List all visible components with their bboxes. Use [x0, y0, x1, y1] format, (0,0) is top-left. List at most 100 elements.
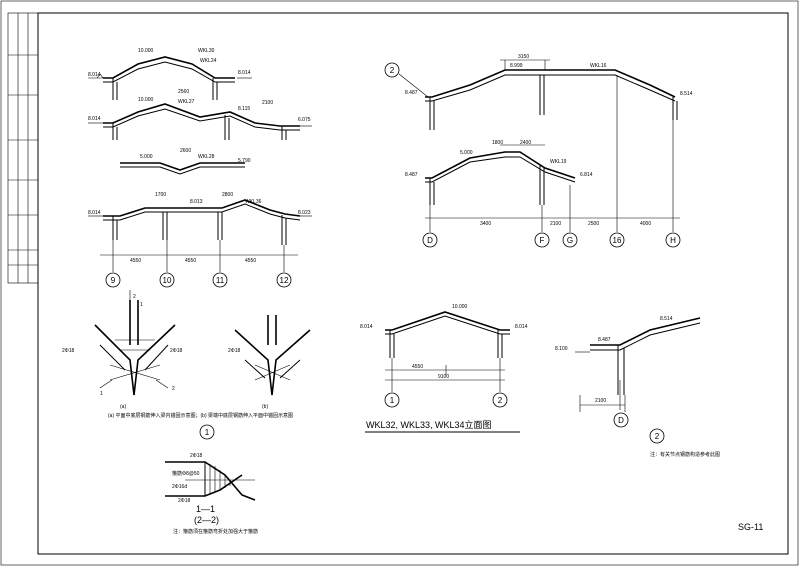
left-frame-elevation	[88, 56, 312, 272]
elev-label: 8.115	[238, 106, 250, 112]
axis-label: 1	[390, 396, 395, 405]
section-mark: 1	[100, 391, 103, 397]
sheet-number: SG-11	[738, 522, 763, 532]
section-mark: 2	[133, 294, 136, 300]
elev-label: 6.075	[298, 117, 311, 123]
elev-label: 8.014	[88, 72, 101, 78]
elev-label: WKL27	[178, 99, 195, 105]
dim-label: 9100	[438, 374, 449, 380]
axis-label: 9	[111, 276, 116, 285]
section-note: 注：箍筋须在箍筋弯折处加强大于箍筋	[173, 528, 258, 535]
dim-label: 1800	[492, 140, 503, 146]
rebar-label: 2Φ18	[228, 348, 241, 354]
right-frame-elevation	[425, 59, 680, 232]
wkl-labels: 8.014 10.000 8.014 4550 9100 1 2 WKL32, …	[360, 304, 528, 430]
detail-caption: (a) 平面中底层钢筋伸入梁内锚固示意图；(b) 梁端中底层钢筋伸入平面中锚固示…	[108, 412, 293, 419]
sub-caption-a: (a)	[120, 404, 126, 410]
section-1-1-labels: 2Φ18 箍筋Φ8@50 2Φ16d 2Φ18 1—1 (2—2) 注：箍筋须在…	[172, 453, 258, 535]
dim-label: 4550	[412, 364, 423, 370]
elev-label: 8.014	[88, 116, 101, 122]
dim-label: 3150	[518, 54, 529, 60]
elev-label: WKL28	[198, 154, 215, 160]
elev-label: 2600	[180, 148, 191, 154]
dim-label: 2100	[550, 221, 561, 227]
inner-border	[37, 12, 789, 555]
rebar-label: 2Φ18	[170, 348, 183, 354]
left-axis-bubbles: 9 10 11 12	[105, 272, 292, 288]
detail-1-drawing	[94, 290, 311, 396]
elev-label: 8.487	[598, 337, 611, 343]
sub-caption-b: (b)	[262, 404, 268, 410]
section-subtitle: (2—2)	[194, 515, 219, 525]
right-axis-bubbles: 2 D F G 16 H	[384, 62, 681, 248]
elev-label: WKL36	[245, 199, 262, 205]
elev-label: 1700	[155, 192, 166, 198]
section-title: 1—1	[196, 504, 215, 514]
left-elevation-labels: 8.014 10.000 WKL30 WKL24 8.014 8.014 10.…	[88, 48, 311, 264]
elev-label: 8.487	[405, 90, 418, 96]
elev-label: 8.023	[298, 210, 311, 216]
rebar-label: 2Φ18	[62, 348, 75, 354]
elev-label: 10.000	[138, 97, 154, 103]
elev-label: 2800	[222, 192, 233, 198]
section-1-1-drawing	[165, 461, 256, 501]
axis-label: 12	[280, 276, 289, 285]
elev-label: 8.014	[360, 324, 373, 330]
dim-label: 2500	[588, 221, 599, 227]
axis-label: H	[670, 236, 676, 245]
elev-label: WKL30	[198, 48, 215, 54]
axis-label: F	[540, 236, 545, 245]
dim-label: 2100	[595, 398, 606, 404]
elev-label: 8.514	[660, 316, 673, 322]
elev-label: 10.000	[452, 304, 468, 310]
axis-label: G	[567, 236, 573, 245]
elev-label: 5.790	[238, 158, 251, 164]
elev-label: WKL24	[200, 58, 217, 64]
detail-2-drawing	[575, 317, 701, 412]
rebar-label: 2Φ18	[178, 498, 191, 504]
elev-label: 5.000	[460, 150, 473, 156]
elev-label: 8.999	[510, 63, 523, 69]
dim-label: 4550	[245, 258, 256, 264]
elev-label: 8.014	[88, 210, 101, 216]
elev-label: 8.013	[190, 199, 203, 205]
detail-note: 注：有关节点钢筋构造参考此图	[650, 451, 720, 458]
wkl-title: WKL32, WKL33, WKL34立面图	[366, 419, 492, 430]
elev-label: 5.000	[140, 154, 153, 160]
detail-1-labels: 2 2 1 1 2Φ18 2Φ18 2Φ18 (a) (b) (a) 平面中底层…	[62, 294, 293, 440]
axis-label: 10	[163, 276, 172, 285]
detail-mark: 2	[655, 432, 660, 441]
rebar-label: 2Φ16d	[172, 484, 187, 490]
detail-mark: 2	[390, 66, 395, 75]
axis-label: 2	[498, 396, 503, 405]
elev-label: 2100	[262, 100, 273, 106]
beam-label: WKL16	[590, 63, 607, 69]
axis-label: 16	[613, 236, 622, 245]
detail-mark: 1	[205, 428, 210, 437]
right-elevation-labels: 8.487 8.999 3150 WKL16 8.514 8.487 5.000…	[405, 54, 693, 227]
axis-label: D	[618, 416, 624, 425]
dim-label: 4550	[130, 258, 141, 264]
elev-label: 8.514	[680, 91, 693, 97]
elev-label: 2560	[178, 89, 189, 95]
section-mark: 2	[172, 386, 175, 392]
rebar-label: 箍筋Φ8@50	[172, 470, 200, 477]
detail-2-labels: 8.487 8.514 8.100 2100 D 2 注：有关节点钢筋构造参考此…	[555, 316, 720, 458]
elev-label: 10.000	[138, 48, 154, 54]
dim-label: 4000	[640, 221, 651, 227]
wkl-elevation-drawing	[365, 311, 520, 433]
axis-label: D	[427, 236, 433, 245]
section-mark: 1	[140, 302, 143, 308]
elev-label: 8.100	[555, 346, 568, 352]
elev-label: 8.487	[405, 172, 418, 178]
dim-label: 4550	[185, 258, 196, 264]
rebar-label: 2Φ18	[190, 453, 203, 459]
dim-label: 2400	[520, 140, 531, 146]
dim-label: 3400	[480, 221, 491, 227]
beam-label: WKL19	[550, 159, 567, 165]
title-block	[7, 12, 39, 284]
axis-label: 11	[216, 276, 225, 285]
elev-label: 6.814	[580, 172, 593, 178]
